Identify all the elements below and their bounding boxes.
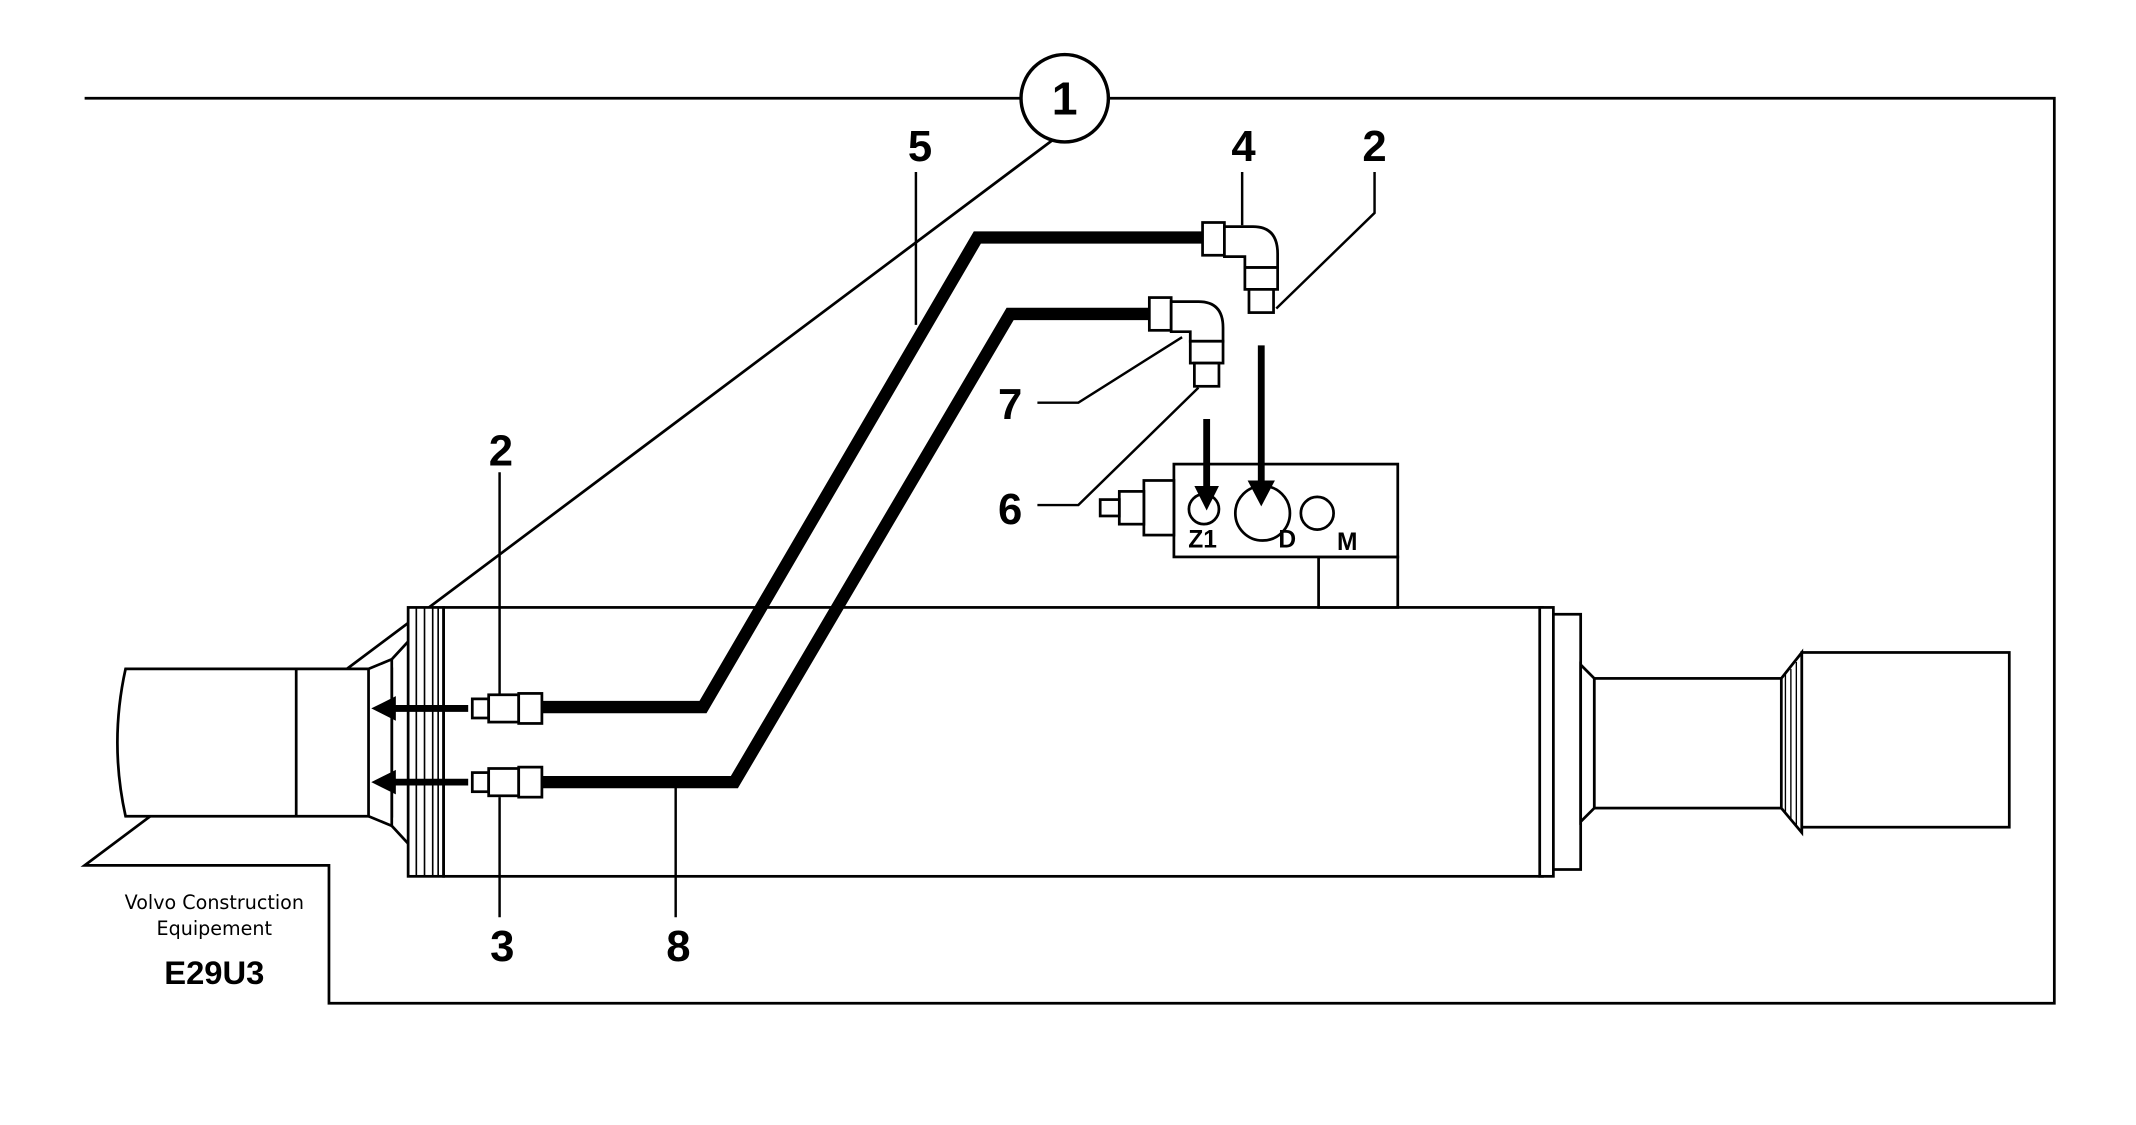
fitting-2-cylinder bbox=[470, 692, 544, 725]
port-d-label: D bbox=[1278, 526, 1296, 553]
assembly-number-circle bbox=[1019, 52, 1111, 144]
cylinder-rod-neck bbox=[1579, 661, 1596, 826]
cylinder bbox=[116, 606, 2011, 878]
assembly-arrows bbox=[371, 345, 1275, 795]
cylinder-barrel bbox=[442, 606, 1544, 878]
cylinder-left-cap bbox=[116, 667, 394, 818]
leader-lines bbox=[498, 171, 1376, 918]
diagram-frame bbox=[80, 96, 2056, 1005]
valve-block bbox=[1098, 462, 1400, 609]
port-m-label: M bbox=[1337, 529, 1357, 556]
cylinder-right-flange bbox=[1538, 606, 1555, 878]
hose-5 bbox=[541, 231, 1203, 714]
callout-8: 8 bbox=[666, 922, 690, 971]
fitting-3-cylinder bbox=[470, 765, 544, 799]
fitting-4-elbow bbox=[1201, 221, 1280, 314]
callout-4: 4 bbox=[1231, 122, 1256, 171]
brand-line-1: Volvo Construction bbox=[125, 891, 304, 914]
callout-2-left: 2 bbox=[489, 426, 513, 475]
hoses bbox=[541, 231, 1203, 789]
valve-block-stem bbox=[1317, 555, 1400, 609]
hose-8 bbox=[541, 307, 1150, 789]
cylinder-rod-eye bbox=[1800, 651, 2011, 829]
callout-5: 5 bbox=[908, 122, 932, 171]
drawing-code: E29U3 bbox=[164, 954, 264, 991]
callout-3: 3 bbox=[490, 922, 514, 971]
port-z1-label: Z1 bbox=[1188, 526, 1217, 553]
callout-2-top: 2 bbox=[1362, 122, 1386, 171]
cylinder-left-collar bbox=[367, 657, 394, 828]
cylinder-rod bbox=[1592, 677, 1787, 810]
port-m-circle bbox=[1299, 495, 1335, 531]
callout-6: 6 bbox=[998, 485, 1022, 534]
callout-7: 7 bbox=[998, 380, 1022, 429]
brand-line-2: Equipement bbox=[157, 917, 273, 940]
fitting-7-elbow bbox=[1147, 296, 1225, 388]
assembly-number: 1 bbox=[1052, 73, 1078, 125]
